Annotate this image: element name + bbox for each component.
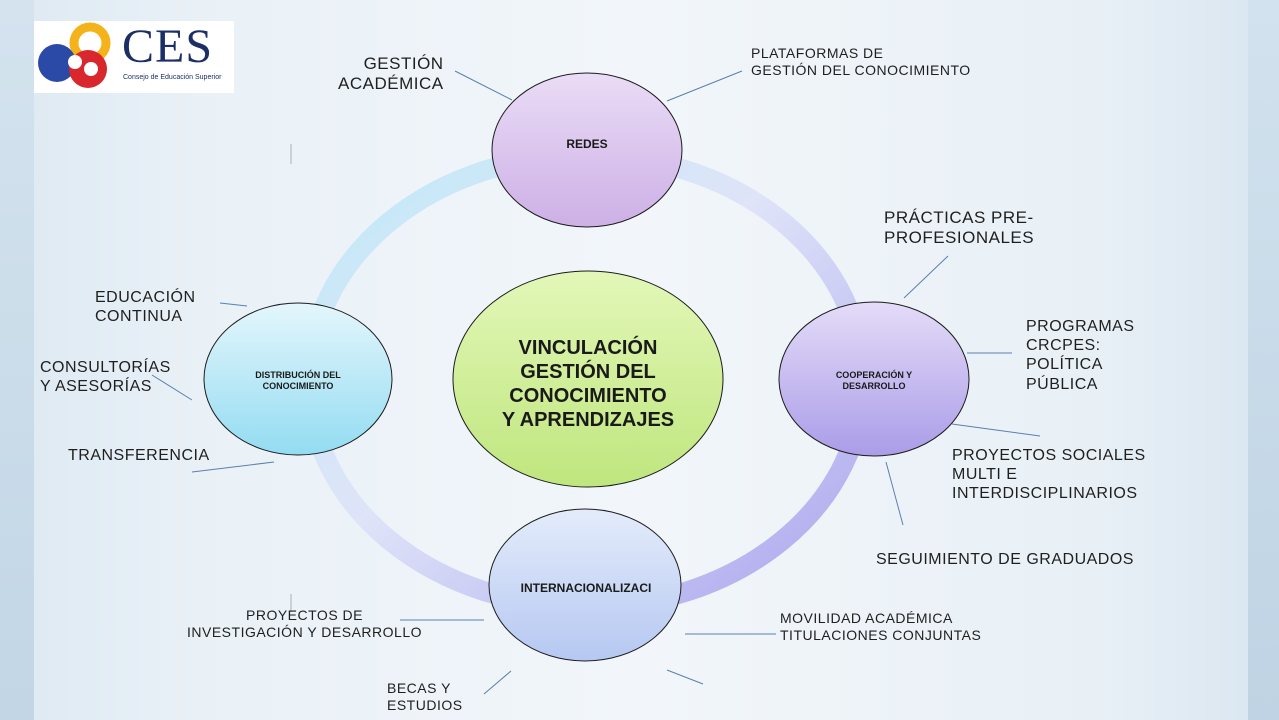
label-transferencia: TRANSFERENCIA [68, 447, 210, 464]
label-programas: PROGRAMAS CRCPES: POLÍTICA PÚBLICA [1026, 318, 1135, 393]
connector-educacion [219, 302, 248, 307]
connector-extra [666, 669, 704, 685]
node-internacionalizacion-label: INTERNACIONALIZACI [520, 581, 652, 595]
label-practicas: PRÁCTICAS PRE- PROFESIONALES [884, 208, 1035, 248]
label-gestion-academica: GESTIÓN ACADÉMICA [338, 54, 444, 94]
label-proyectos-investigacion: PROYECTOS DE INVESTIGACIÓN Y DESARROLLO [187, 607, 422, 640]
ces-logo-subtitle: Consejo de Educación Superior [123, 74, 222, 81]
label-consultorias: CONSULTORÍAS Y ASESORÍAS [40, 359, 171, 396]
connector-becas [483, 670, 512, 695]
label-seguimiento: SEGUIMIENTO DE GRADUADOS [876, 551, 1134, 568]
center-circle [452, 270, 724, 488]
left-margin-band [0, 0, 34, 720]
node-cooperacion-label: COOPERACIÓN Y DESARROLLO [835, 370, 913, 392]
label-proyectos-sociales: PROYECTOS SOCIALES MULTI E INTERDISCIPLI… [952, 447, 1146, 503]
connector-consultorias [151, 374, 193, 401]
label-becas: BECAS Y ESTUDIOS [387, 680, 463, 713]
connector-plataformas [666, 70, 743, 102]
connector-gestion [454, 70, 513, 101]
connector-practicas [903, 255, 949, 299]
connector-seguimiento [885, 461, 904, 526]
center-label: VINCULACIÓN GESTIÓN DEL CONOCIMIENTO Y A… [501, 337, 675, 431]
right-margin-band [1248, 0, 1279, 720]
connector-lines [151, 70, 1041, 695]
node-redes-label: REDES [566, 137, 608, 151]
connector-transferencia [191, 461, 275, 473]
node-redes [491, 72, 683, 228]
node-internacionalizacion [488, 508, 682, 662]
connector-proyectos-sociales [951, 423, 1041, 437]
label-plataformas: PLATAFORMAS DE GESTIÓN DEL CONOCIMIENTO [751, 45, 971, 78]
label-movilidad: MOVILIDAD ACADÉMICA TITULACIONES CONJUNT… [780, 610, 982, 643]
node-distribucion [203, 302, 393, 456]
ces-logo-word: CES [122, 20, 214, 73]
label-educacion-continua: EDUCACIÓN CONTINUA [95, 289, 196, 326]
ces-logo-mark [38, 22, 111, 88]
node-distribucion-label: DISTRIBUCIÓN DEL CONOCIMIENTO [255, 370, 341, 392]
ces-logo: CES Consejo de Educación Superior [34, 21, 234, 93]
node-cooperacion [778, 301, 970, 457]
